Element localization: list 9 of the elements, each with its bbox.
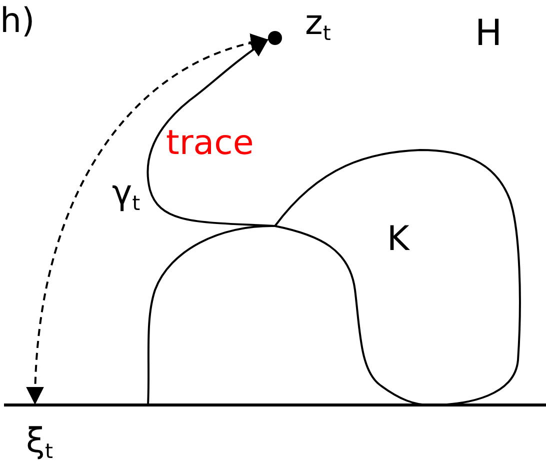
point-label: ξ$_{t}$	[26, 424, 53, 462]
math-label: H	[475, 16, 502, 52]
panel-label: h)	[0, 4, 35, 38]
point-label: z$_{t}$	[305, 6, 331, 44]
math-label: trace	[166, 126, 254, 160]
dashed-arrow	[26, 34, 269, 405]
math-label: γ$_{t}$	[112, 176, 140, 214]
point-dot	[268, 31, 282, 45]
region-label: K	[387, 222, 410, 256]
